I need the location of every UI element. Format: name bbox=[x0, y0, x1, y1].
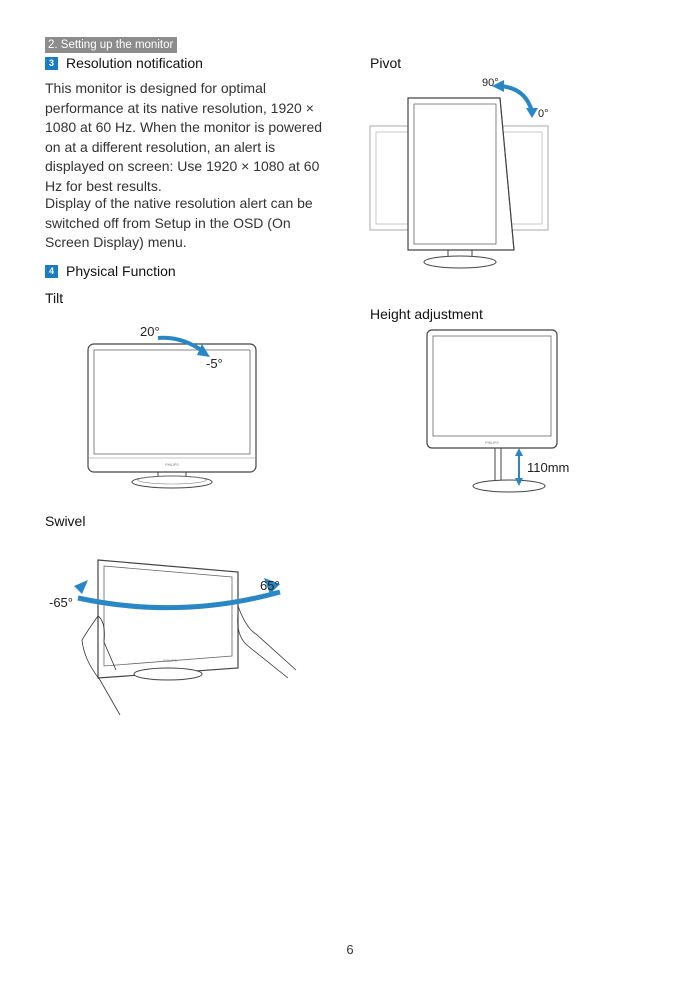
section-number-badge: 3 bbox=[45, 56, 58, 70]
resolution-paragraph-2: Display of the native resolution alert c… bbox=[45, 195, 313, 250]
chapter-tag: 2. Setting up the monitor bbox=[45, 37, 178, 53]
section-title: Resolution notification bbox=[66, 55, 203, 71]
pivot-illustration bbox=[369, 80, 549, 269]
tilt-illustration: PHILIPS bbox=[87, 335, 257, 489]
tilt-angle-forward: -5° bbox=[206, 356, 223, 371]
section-title: Physical Function bbox=[66, 263, 176, 279]
resolution-paragraph-1: This monitor is designed for optimal per… bbox=[45, 80, 323, 194]
brand-logo: PHILIPS bbox=[163, 659, 177, 663]
height-adjustment-illustration: PHILIPS bbox=[426, 329, 558, 493]
brand-logo: PHILIPS bbox=[165, 463, 179, 467]
section-heading-physical-function: 4 Physical Function bbox=[45, 263, 176, 279]
tilt-title: Tilt bbox=[45, 290, 64, 306]
pivot-title: Pivot bbox=[370, 55, 402, 71]
height-adjustment-title: Height adjustment bbox=[370, 306, 483, 322]
page-number: 6 bbox=[346, 942, 354, 957]
swivel-angle-left: -65° bbox=[49, 595, 73, 610]
brand-logo: PHILIPS bbox=[485, 441, 499, 445]
tilt-angle-back: 20° bbox=[140, 324, 160, 339]
height-range-label: 110mm bbox=[527, 460, 570, 475]
swivel-angle-right: 65° bbox=[260, 578, 280, 593]
swivel-illustration: PHILIPS bbox=[74, 559, 297, 716]
section-heading-resolution: 3 Resolution notification bbox=[45, 55, 203, 71]
pivot-angle-portrait: 90° bbox=[482, 77, 499, 89]
section-number-badge: 4 bbox=[45, 264, 58, 278]
pivot-angle-landscape: 0° bbox=[538, 108, 549, 120]
swivel-title: Swivel bbox=[45, 513, 86, 529]
